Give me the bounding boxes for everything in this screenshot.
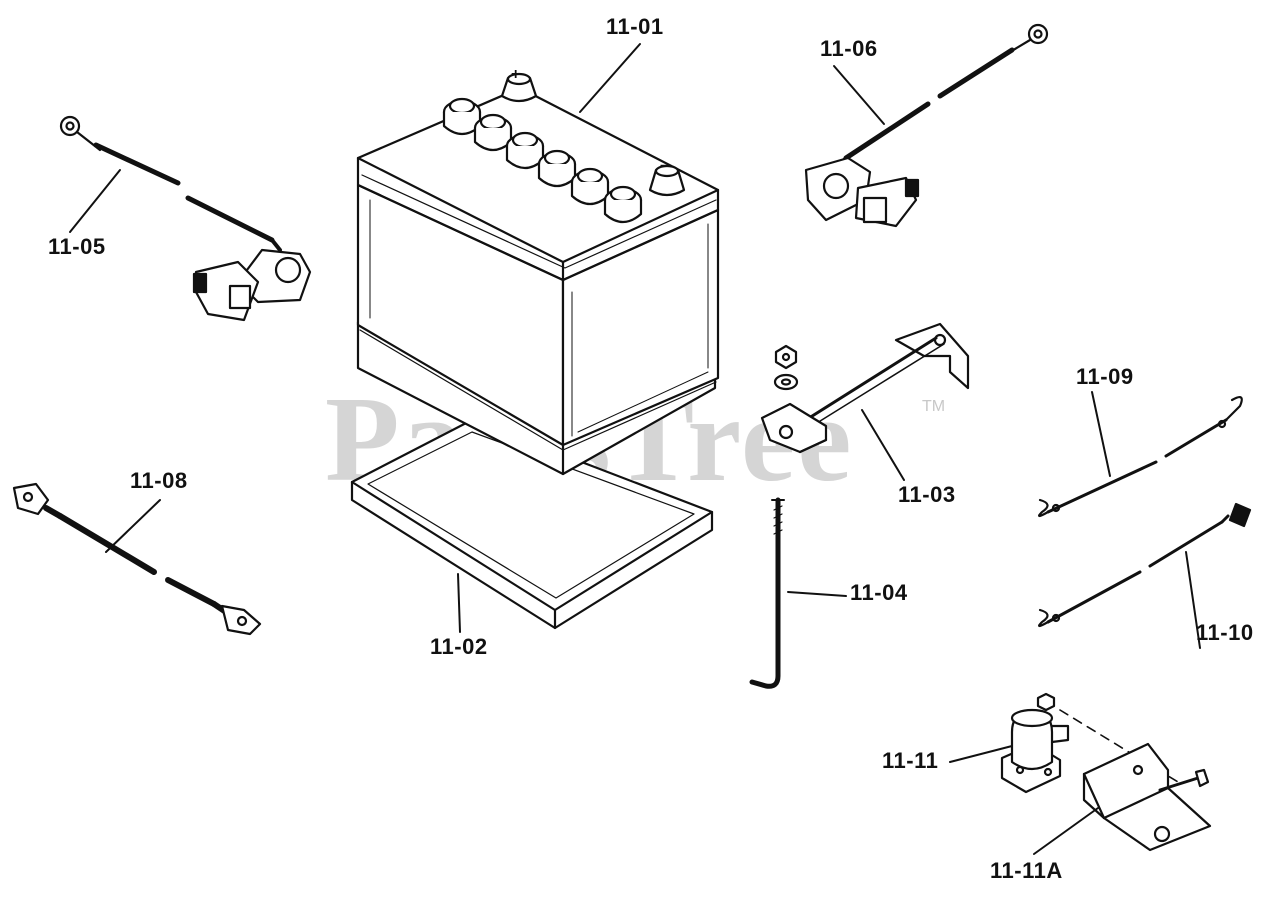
vent-caps [442,97,643,224]
cable-ground-strap [12,482,262,636]
callout-11-04: 11-04 [850,580,908,605]
trademark-mark: TM [922,398,946,415]
callout-11-11: 11-11 [882,748,939,773]
battery [356,72,720,476]
positive-terminal-mark: + [511,66,521,83]
ignition-switch [1000,692,1070,794]
cable-negative-clamp [59,115,312,322]
callout-11-11a: 11-11A [990,858,1063,883]
wire-hook-ends [1037,396,1243,518]
callout-11-06: 11-06 [820,36,878,61]
callout-11-02: 11-02 [430,634,488,659]
negative-terminal-mark: − [660,158,670,175]
callout-11-03: 11-03 [898,482,956,507]
leader-lines [69,43,1201,855]
j-bolt [749,497,785,689]
callout-11-10: 11-10 [1196,620,1254,645]
wire-connector-end [1037,502,1252,628]
battery-tray [350,418,714,630]
negative-terminal [648,164,686,197]
callout-11-01: 11-01 [606,14,664,39]
callout-11-08: 11-08 [130,468,188,493]
battery-hold-down [760,322,970,454]
callout-11-05: 11-05 [48,234,106,259]
callout-11-09: 11-09 [1076,364,1134,389]
positive-terminal [500,72,538,103]
cable-positive-clamp [804,23,1049,228]
mounting-bracket [1082,742,1212,852]
